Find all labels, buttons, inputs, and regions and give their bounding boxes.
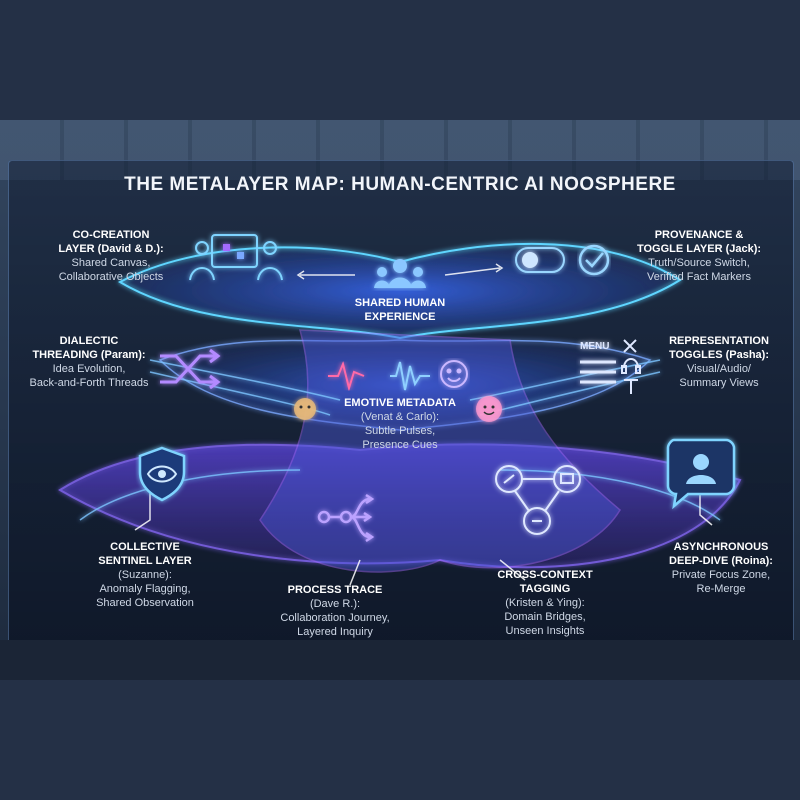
crosscontext-h3: (Kristen & Ying):: [505, 597, 585, 609]
background-office: [0, 120, 800, 680]
face-icon: [440, 360, 468, 388]
provenance-d1: Truth/Source Switch,: [648, 257, 750, 269]
dialectic-h1: DIALECTIC: [59, 335, 119, 347]
cocreation-d1: Shared Canvas,: [71, 257, 151, 269]
process-h1: PROCESS TRACE: [287, 584, 383, 596]
people-icon: [374, 259, 426, 288]
toggle-icon: [515, 247, 565, 273]
sentinel-h2: SENTINEL LAYER: [98, 555, 192, 567]
async-label: ASYNCHRONOUS DEEP-DIVE (Roina): Private …: [648, 540, 794, 596]
async-d2: Re-Merge: [696, 583, 746, 595]
view-toggle-icons: [621, 339, 641, 394]
dialectic-d2: Back-and-Forth Threads: [29, 377, 149, 389]
async-chat-icon: [666, 438, 736, 510]
funnel-body: [259, 329, 621, 573]
cocreation-h1: CO-CREATION: [72, 229, 150, 241]
floor: [0, 640, 800, 680]
emotive-d1: Subtle Pulses,: [364, 425, 436, 437]
emotive-d2: Presence Cues: [362, 439, 438, 451]
crosscontext-d2: Unseen Insights: [505, 625, 585, 637]
cocreation-label: CO-CREATION LAYER (David & D.): Shared C…: [36, 228, 186, 284]
emotive-h1: EMOTIVE METADATA: [344, 397, 456, 409]
menu-label: MENU: [580, 341, 609, 352]
face-right-icon: [476, 396, 502, 422]
representation-h1: REPRESENTATION: [669, 335, 769, 347]
menu-icon: MENU: [580, 341, 616, 384]
check-badge-icon: [578, 244, 610, 276]
face-left-icon: [294, 398, 316, 420]
cocreation-icon: [189, 234, 283, 281]
process-trace-icon: [317, 493, 375, 543]
cocreation-d2: Collaborative Objects: [58, 271, 164, 283]
sentinel-h1: COLLECTIVE: [110, 541, 180, 553]
top-layer-surface: [117, 242, 682, 340]
emotive-h2: (Venat & Carlo):: [360, 411, 440, 423]
process-label: PROCESS TRACE (Dave R.): Collaboration J…: [260, 583, 410, 639]
representation-d1: Visual/Audio/: [686, 363, 751, 375]
dialectic-h2: THREADING (Param):: [32, 349, 146, 361]
center-label: SHARED HUMAN EXPERIENCE: [330, 296, 470, 324]
connector-arrows: [134, 263, 713, 586]
audio-wave-icon: [390, 361, 430, 391]
sentinel-h3: (Suzanne):: [118, 569, 172, 581]
sentinel-d1: Anomaly Flagging,: [99, 583, 191, 595]
crosscontext-h2: TAGGING: [519, 583, 571, 595]
cocreation-h2: LAYER (David & D.):: [58, 243, 164, 255]
center-line1: SHARED HUMAN: [354, 297, 446, 309]
lower-layer-surface: [58, 443, 742, 569]
emotive-label: EMOTIVE METADATA (Venat & Carlo): Subtle…: [330, 396, 470, 452]
sentinel-label: COLLECTIVE SENTINEL LAYER (Suzanne): Ano…: [80, 540, 210, 610]
representation-d2: Summary Views: [679, 377, 759, 389]
crosscontext-d1: Domain Bridges,: [504, 611, 586, 623]
process-d1: Collaboration Journey,: [280, 612, 390, 624]
process-h2: (Dave R.):: [309, 598, 361, 610]
provenance-label: PROVENANCE & TOGGLE LAYER (Jack): Truth/…: [624, 228, 774, 284]
crosscontext-h1: CROSS-CONTEXT: [497, 569, 593, 581]
sentinel-d2: Shared Observation: [96, 597, 194, 609]
pulse-wave-icon: [328, 360, 365, 392]
representation-label: REPRESENTATION TOGGLES (Pasha): Visual/A…: [654, 334, 784, 390]
diagram-title: THE METALAYER MAP: HUMAN-CENTRIC AI NOOS…: [124, 174, 676, 195]
provenance-h2: TOGGLE LAYER (Jack):: [636, 243, 762, 255]
async-h1: ASYNCHRONOUS: [673, 541, 769, 553]
shuffle-icon: [160, 348, 221, 390]
async-d1: Private Focus Zone,: [671, 569, 771, 581]
cross-context-icon: [495, 465, 581, 535]
provenance-d2: Verified Fact Markers: [647, 271, 751, 283]
center-line2: EXPERIENCE: [364, 311, 436, 323]
shield-eye-icon: [138, 446, 186, 502]
dialectic-label: DIALECTIC THREADING (Param): Idea Evolut…: [16, 334, 162, 390]
provenance-h1: PROVENANCE &: [654, 229, 744, 241]
representation-h2: TOGGLES (Pasha):: [668, 349, 770, 361]
crosscontext-label: CROSS-CONTEXT TAGGING (Kristen & Ying): …: [470, 568, 620, 638]
async-h2: DEEP-DIVE (Roina):: [669, 555, 773, 567]
dialectic-d1: Idea Evolution,: [52, 363, 126, 375]
process-d2: Layered Inquiry: [297, 626, 373, 638]
